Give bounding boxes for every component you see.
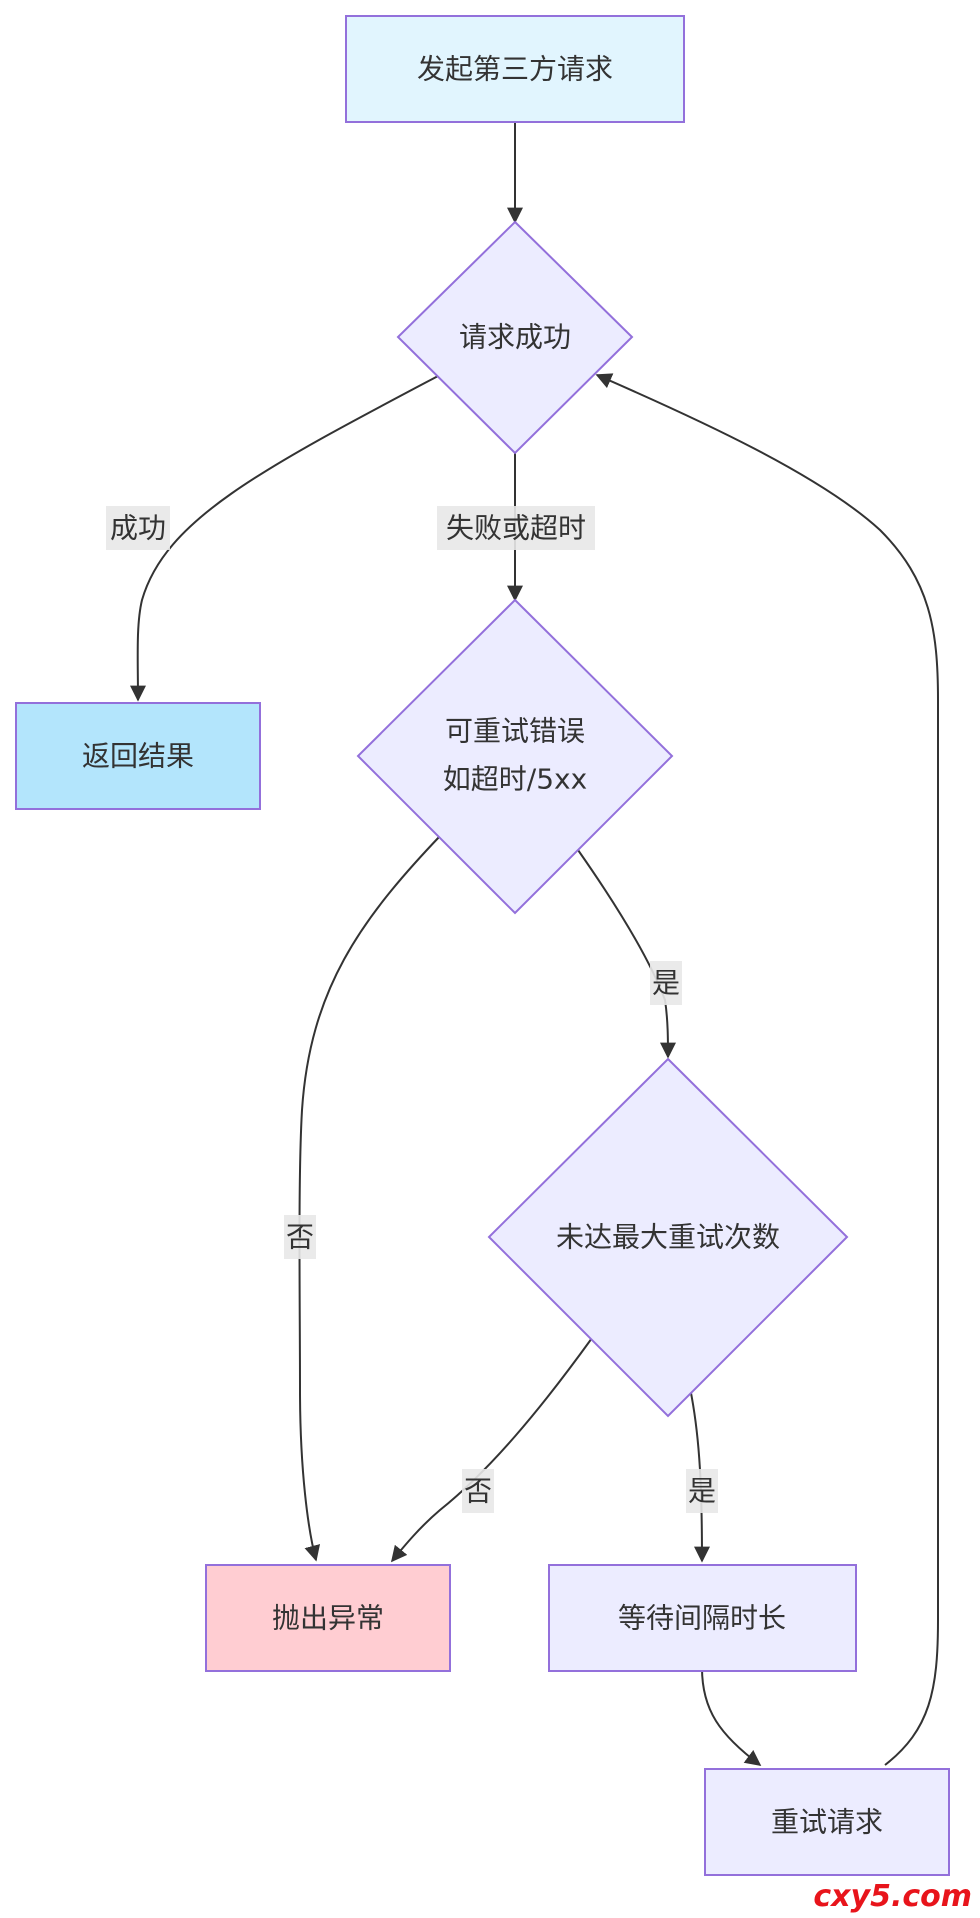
edge-success-to-return-result: [129, 375, 439, 702]
success-check-decision: 请求成功: [396, 220, 634, 455]
retryable-check-decision: 可重试错误 如超时/5xx: [356, 598, 674, 915]
svg-text:是: 是: [688, 1475, 716, 1508]
wait-interval-label: 等待间隔时长: [618, 1602, 786, 1635]
success-check-label: 请求成功: [459, 321, 571, 354]
retry-request-label: 重试请求: [771, 1806, 883, 1839]
edge-wait-to-retry: [701, 1667, 762, 1766]
return-result-label: 返回结果: [82, 740, 194, 773]
throw-exception-node: 抛出异常: [205, 1564, 451, 1672]
edge-max-yes-to-wait: [690, 1392, 710, 1563]
edge-retryable-yes-to-max-check: [577, 849, 676, 1059]
retryable-check-label-line1: 可重试错误: [445, 715, 585, 748]
throw-exception-label: 抛出异常: [272, 1602, 384, 1635]
start-node-label: 发起第三方请求: [417, 53, 613, 86]
svg-text:是: 是: [652, 967, 680, 1000]
edge-label-retryable-no: 否: [284, 1215, 316, 1259]
edge-label-success: 成功: [106, 506, 170, 550]
edge-label-fail-or-timeout: 失败或超时: [437, 506, 595, 550]
svg-text:否: 否: [286, 1221, 314, 1254]
svg-text:失败或超时: 失败或超时: [446, 512, 586, 545]
edge-max-no-to-throw: [390, 1337, 593, 1563]
max-retry-check-label: 未达最大重试次数: [556, 1221, 780, 1254]
edge-retryable-no-to-throw: [298, 835, 441, 1562]
edge-label-max-no: 否: [462, 1469, 494, 1513]
edge-retry-back-to-success-check: [595, 373, 939, 1766]
watermark-logo: cxy5.com: [813, 1879, 972, 1914]
svg-text:成功: 成功: [110, 512, 166, 545]
wait-interval-node: 等待间隔时长: [548, 1564, 857, 1672]
start-node: 发起第三方请求: [345, 15, 685, 123]
edge-label-retryable-yes: 是: [650, 961, 682, 1005]
edge-label-max-yes: 是: [686, 1469, 718, 1513]
retryable-check-label-line2: 如超时/5xx: [443, 763, 587, 796]
retry-request-node: 重试请求: [704, 1768, 950, 1876]
max-retry-check-decision: 未达最大重试次数: [487, 1057, 849, 1418]
svg-text:否: 否: [464, 1475, 492, 1508]
return-result-node: 返回结果: [15, 702, 261, 810]
